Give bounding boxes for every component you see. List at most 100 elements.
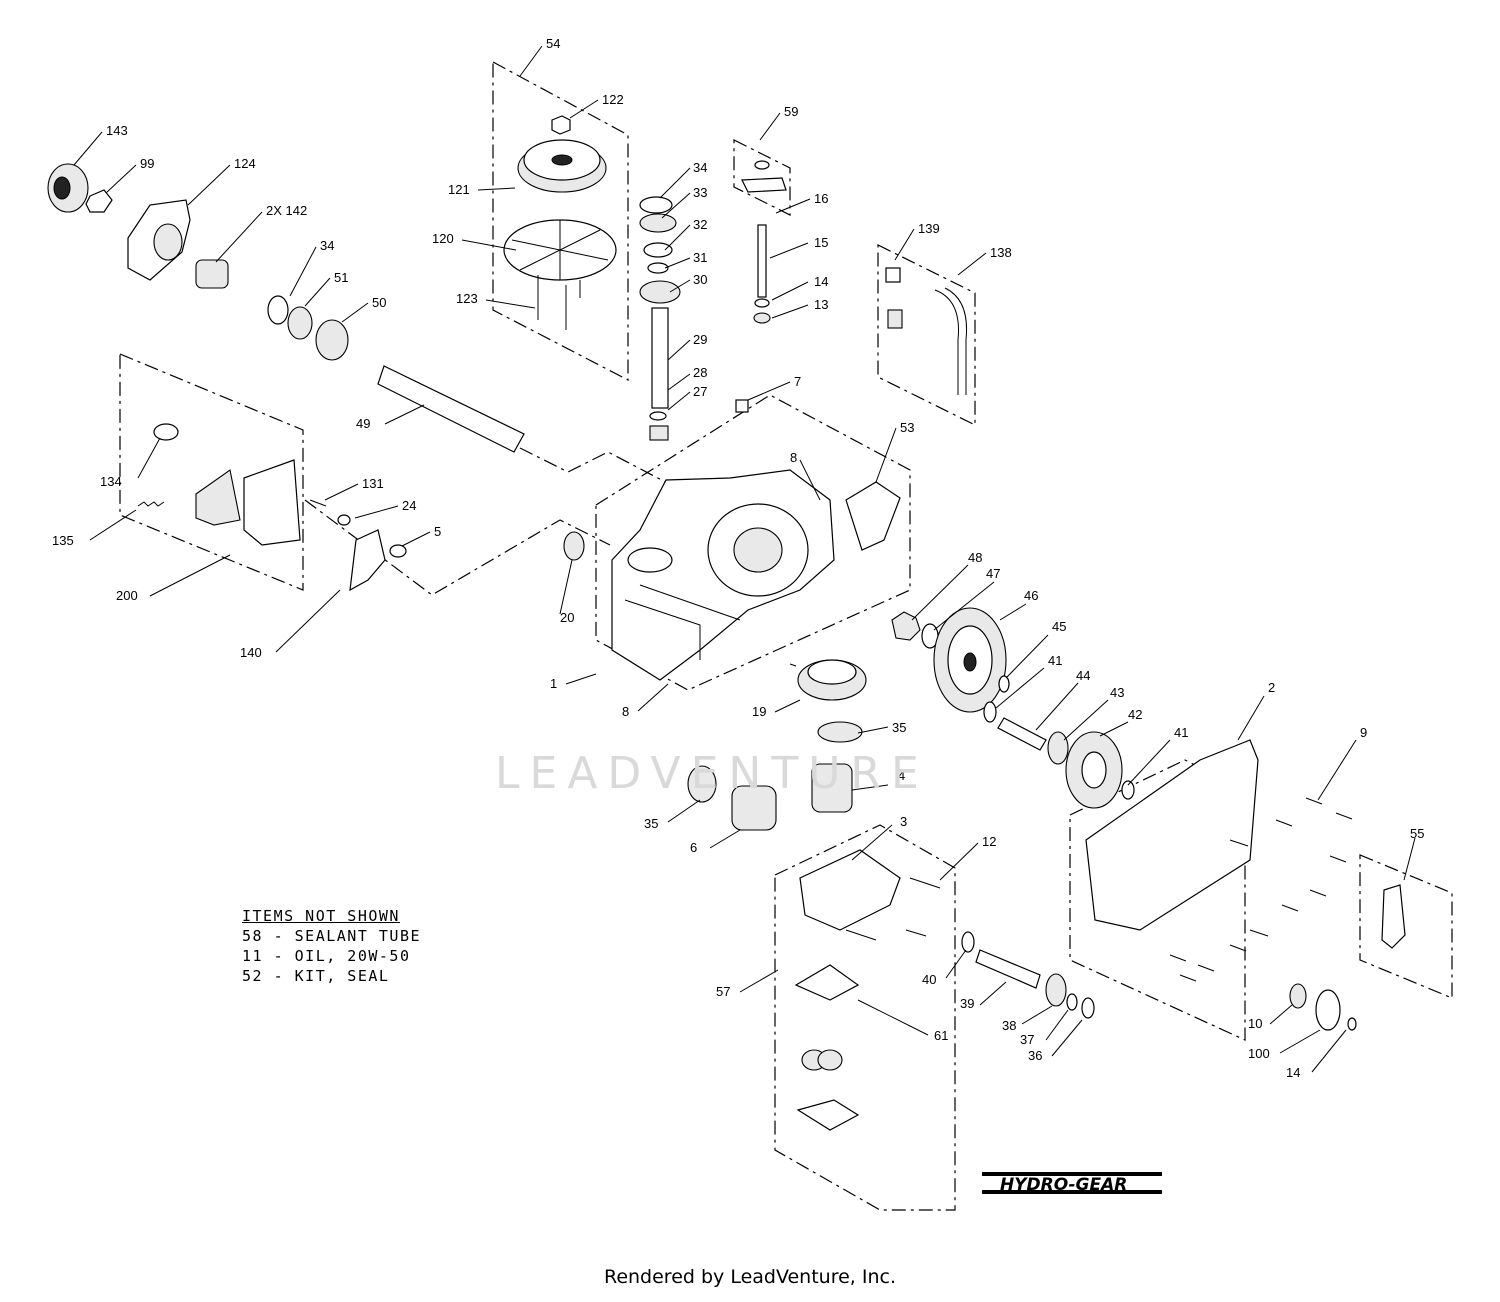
hub-124 [127, 199, 191, 281]
callout-33: 33 [693, 185, 707, 200]
bearing-51 [287, 306, 313, 340]
callout-16: 16 [814, 191, 828, 206]
bypass-59 [741, 160, 787, 193]
callout-20: 20 [560, 610, 574, 625]
washer-40 [961, 931, 975, 953]
callout-40: 40 [922, 972, 936, 987]
callout-28: 28 [693, 365, 707, 380]
bearing-30 [639, 280, 681, 304]
callout-44: 44 [1076, 668, 1090, 683]
callout-51: 51 [334, 270, 348, 285]
note-item: 11 - OIL, 20W-50 [242, 947, 411, 965]
credit-line: Rendered by LeadVenture, Inc. [603, 1266, 897, 1288]
vent-139 [885, 267, 901, 283]
callout-41-bottom: 41 [1174, 725, 1188, 740]
washer-5 [389, 544, 407, 558]
callout-131: 131 [362, 476, 384, 491]
washer-41b [1121, 780, 1135, 800]
callout-14: 14 [814, 274, 828, 289]
bearing-50 [315, 319, 349, 361]
callout-13: 13 [814, 297, 828, 312]
center-section-box [774, 824, 956, 1211]
brake-leader-dash [304, 499, 611, 596]
ring-27 [649, 411, 667, 421]
callout-4: 4 [898, 768, 905, 783]
callout-53: 53 [900, 420, 914, 435]
bearing-35a [817, 721, 863, 743]
shaft-29 [651, 307, 669, 409]
housing-1 [611, 469, 835, 681]
brake-kit-box [119, 353, 304, 591]
fan-120 [503, 219, 617, 281]
collar-142 [195, 259, 229, 289]
ring-34 [267, 295, 289, 325]
kit-55-box [1359, 854, 1453, 999]
bearing-143 [47, 163, 89, 213]
callout-46: 46 [1024, 588, 1038, 603]
group-boxes [119, 60, 1453, 1211]
callout-2x-142: 2X 142 [266, 203, 307, 218]
callout-120: 120 [432, 231, 454, 246]
callout-54: 54 [546, 36, 560, 51]
hydro-gear-logo [982, 1172, 1162, 1194]
callout-8-top: 8 [790, 450, 797, 465]
washer-24 [337, 514, 351, 526]
callout-140: 140 [240, 645, 262, 660]
callout-24: 24 [402, 498, 416, 513]
callout-122: 122 [602, 92, 624, 107]
callout-123: 123 [456, 291, 478, 306]
bracket-55 [1381, 884, 1406, 949]
callout-100: 100 [1248, 1046, 1270, 1061]
sprocket-100 [1315, 989, 1341, 1031]
seal-33 [639, 213, 677, 233]
spring-135 [137, 501, 165, 507]
axle-49 [377, 365, 525, 453]
callout-labels: 54 122 121 120 123 34 33 32 31 30 29 28 … [52, 36, 1424, 1080]
bearing-35b [687, 765, 717, 803]
callout-59: 59 [784, 104, 798, 119]
ring-14 [754, 298, 770, 308]
callout-138: 138 [990, 245, 1012, 260]
callout-29: 29 [693, 332, 707, 347]
callout-45: 45 [1052, 619, 1066, 634]
callout-27: 27 [693, 384, 707, 399]
callout-8-bottom: 8 [622, 704, 629, 719]
callout-121: 121 [448, 182, 470, 197]
callout-43: 43 [1110, 685, 1124, 700]
shaft-39 [975, 949, 1041, 989]
washer-41a [983, 701, 997, 723]
callout-32: 32 [693, 217, 707, 232]
callout-31: 31 [693, 250, 707, 265]
callout-48: 48 [968, 550, 982, 565]
washer-45 [998, 675, 1010, 693]
callout-34: 34 [693, 160, 707, 175]
spacer-28 [649, 425, 669, 441]
ring-31 [647, 262, 669, 274]
nut-122 [551, 115, 571, 135]
cover-box [1069, 759, 1246, 1041]
plate-53 [845, 481, 901, 551]
callout-61: 61 [934, 1028, 948, 1043]
leader-lines [73, 45, 1416, 1073]
callout-49: 49 [356, 416, 370, 431]
callout-15: 15 [814, 235, 828, 250]
callout-200: 200 [116, 588, 138, 603]
gear-42 [1065, 731, 1123, 809]
callout-3: 3 [900, 814, 907, 829]
bolts-12 [845, 877, 941, 941]
motor-6 [731, 785, 777, 831]
callout-38: 38 [1002, 1018, 1016, 1033]
ring-34-shaft [639, 196, 673, 214]
callout-5: 5 [434, 524, 441, 539]
tube-138 [934, 287, 968, 395]
callout-50: 50 [372, 295, 386, 310]
note-item: 58 - SEALANT TUBE [242, 927, 422, 945]
brake-plate [243, 459, 301, 546]
callout-139: 139 [918, 221, 940, 236]
center-section-3 [799, 849, 901, 931]
plug-7 [735, 399, 749, 413]
gear-38 [1045, 973, 1067, 1007]
pulley-121 [517, 139, 607, 193]
callout-143: 143 [106, 123, 128, 138]
